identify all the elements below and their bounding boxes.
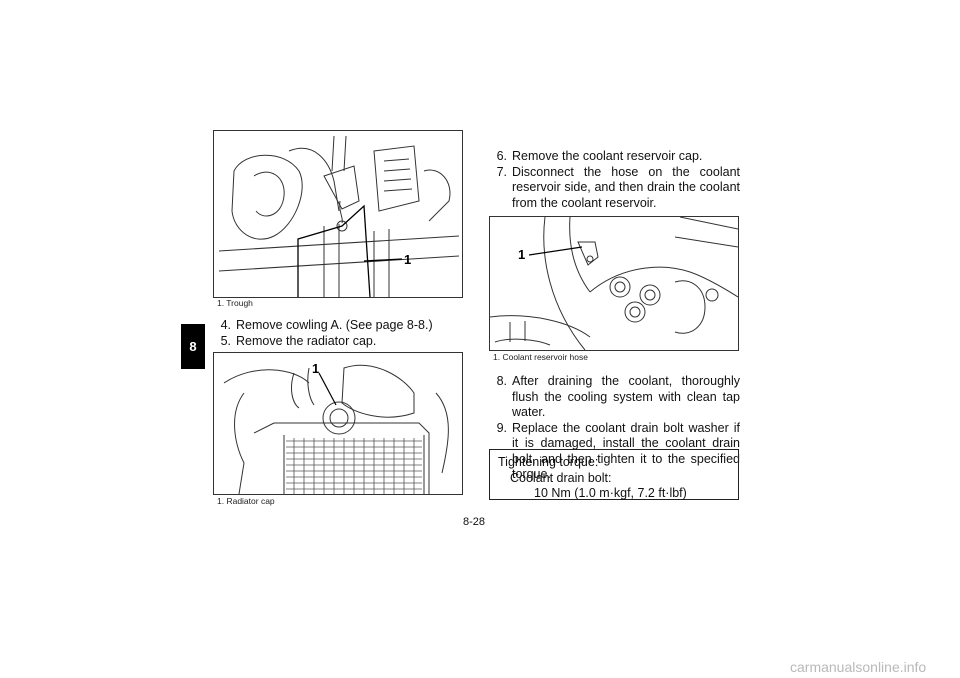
steps-right-top: 6. Remove the coolant reservoir cap. 7. … [486,149,740,211]
figure-coolant-reservoir-hose: 1 [489,216,739,351]
step-item: 6. Remove the coolant reservoir cap. [496,149,703,163]
chapter-tab: 8 [181,324,205,369]
step-item: 5. Remove the radiator cap. [220,333,377,348]
step-item: 9. Replace the coolant drain bolt washer… [496,420,740,482]
trough-illustration: 1 [218,135,460,297]
step-item: 4. Remove cowling A. (See page 8-8.) [220,318,433,332]
watermark: carmanualsonline.info [790,659,927,675]
callout-number: 1 [312,361,319,376]
torque-spec-box: Tightening torque: Coolant drain bolt: 1… [489,449,739,500]
coolant-hose-illustration: 1 [490,217,738,350]
radiator-cap-illustration: 1 [223,361,449,494]
callout-number: 1 [404,252,411,267]
figure-trough: 1 [213,130,463,298]
step-item: 8. After draining the coolant, thoroughl… [496,374,740,419]
figure-caption: 1. Radiator cap [217,496,275,506]
callout-number: 1 [518,247,525,262]
torque-title: Tightening torque: [498,455,599,469]
torque-item: Coolant drain bolt: [510,470,612,485]
figure-caption: 1. Trough [217,298,253,308]
figure-caption: 1. Coolant reservoir hose [493,352,588,362]
torque-value: 10 Nm (1.0 m·kgf, 7.2 ft·lbf) [534,486,687,500]
page-number: 8-28 [463,516,486,528]
figure-radiator-cap: 1 [213,352,463,495]
step-item: 7. Disconnect the hose on the coolant re… [496,164,740,210]
steps-right-bottom: 8. After draining the coolant, thoroughl… [486,374,740,483]
steps-left: 4. Remove cowling A. (See page 8-8.) 5. … [210,318,470,349]
